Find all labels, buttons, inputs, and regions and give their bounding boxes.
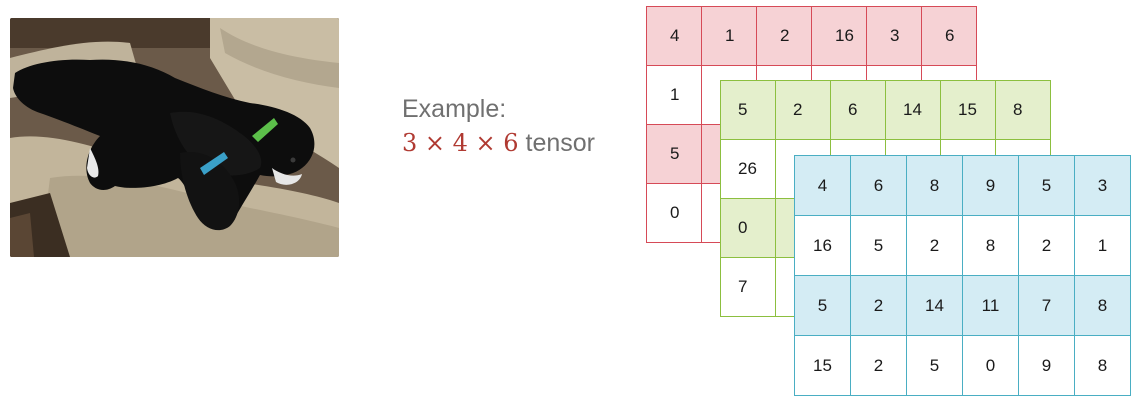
tensor-caption: Example: 3 × 4 × 6 tensor xyxy=(402,92,595,160)
cell: 8 xyxy=(906,155,963,216)
cell: 5 xyxy=(646,124,702,184)
caption-suffix: tensor xyxy=(518,129,595,157)
cell: 6 xyxy=(830,80,886,140)
cell: 16 xyxy=(811,6,867,66)
tensor-slice-blue-grid: 4 6 8 9 5 3 16 5 2 8 2 1 5 2 14 11 7 8 1… xyxy=(794,155,1131,396)
cell: 16 xyxy=(794,215,851,276)
cell: 3 xyxy=(1074,155,1131,216)
table-row: 15 2 5 0 9 8 xyxy=(794,335,1131,396)
cell: 1 xyxy=(646,65,702,125)
cell: 6 xyxy=(850,155,907,216)
cell: 5 xyxy=(906,335,963,396)
table-row: 5 2 6 14 15 8 xyxy=(720,80,1051,140)
cell: 8 xyxy=(962,215,1019,276)
cell: 15 xyxy=(940,80,996,140)
cell: 0 xyxy=(720,198,776,258)
cell: 5 xyxy=(794,275,851,336)
cell: 9 xyxy=(1018,335,1075,396)
table-row: 4 6 8 9 5 3 xyxy=(794,155,1131,216)
cell: 0 xyxy=(962,335,1019,396)
cell: 6 xyxy=(921,6,977,66)
dog-photo xyxy=(10,18,339,257)
cell: 5 xyxy=(720,80,776,140)
cell: 1 xyxy=(701,6,757,66)
cell: 4 xyxy=(646,6,702,66)
cell: 14 xyxy=(906,275,963,336)
cell: 8 xyxy=(1074,275,1131,336)
caption-line-2: 3 × 4 × 6 tensor xyxy=(402,126,595,160)
cell: 2 xyxy=(756,6,812,66)
cell: 0 xyxy=(646,183,702,243)
cell: 14 xyxy=(885,80,941,140)
table-row: 5 2 14 11 7 8 xyxy=(794,275,1131,336)
cell: 15 xyxy=(794,335,851,396)
cell: 5 xyxy=(850,215,907,276)
tensor-dimensions: 3 × 4 × 6 xyxy=(402,129,519,157)
cell: 5 xyxy=(1018,155,1075,216)
cell: 2 xyxy=(850,275,907,336)
cell: 3 xyxy=(866,6,922,66)
table-row: 16 5 2 8 2 1 xyxy=(794,215,1131,276)
cell: 2 xyxy=(775,80,831,140)
cell: 2 xyxy=(1018,215,1075,276)
cell: 26 xyxy=(720,139,776,199)
cell: 1 xyxy=(1074,215,1131,276)
cell: 2 xyxy=(906,215,963,276)
cell: 8 xyxy=(1074,335,1131,396)
caption-prefix: Example: xyxy=(402,95,507,123)
cell: 11 xyxy=(962,275,1019,336)
dog-photo-image xyxy=(10,18,339,257)
cell: 9 xyxy=(962,155,1019,216)
cell: 7 xyxy=(720,257,776,317)
tensor-slice-blue: 4 6 8 9 5 3 16 5 2 8 2 1 5 2 14 11 7 8 1… xyxy=(794,155,1131,396)
cell: 2 xyxy=(850,335,907,396)
cell: 8 xyxy=(995,80,1051,140)
table-row: 4 1 2 16 3 6 xyxy=(646,6,977,66)
cell: 7 xyxy=(1018,275,1075,336)
cell: 4 xyxy=(794,155,851,216)
